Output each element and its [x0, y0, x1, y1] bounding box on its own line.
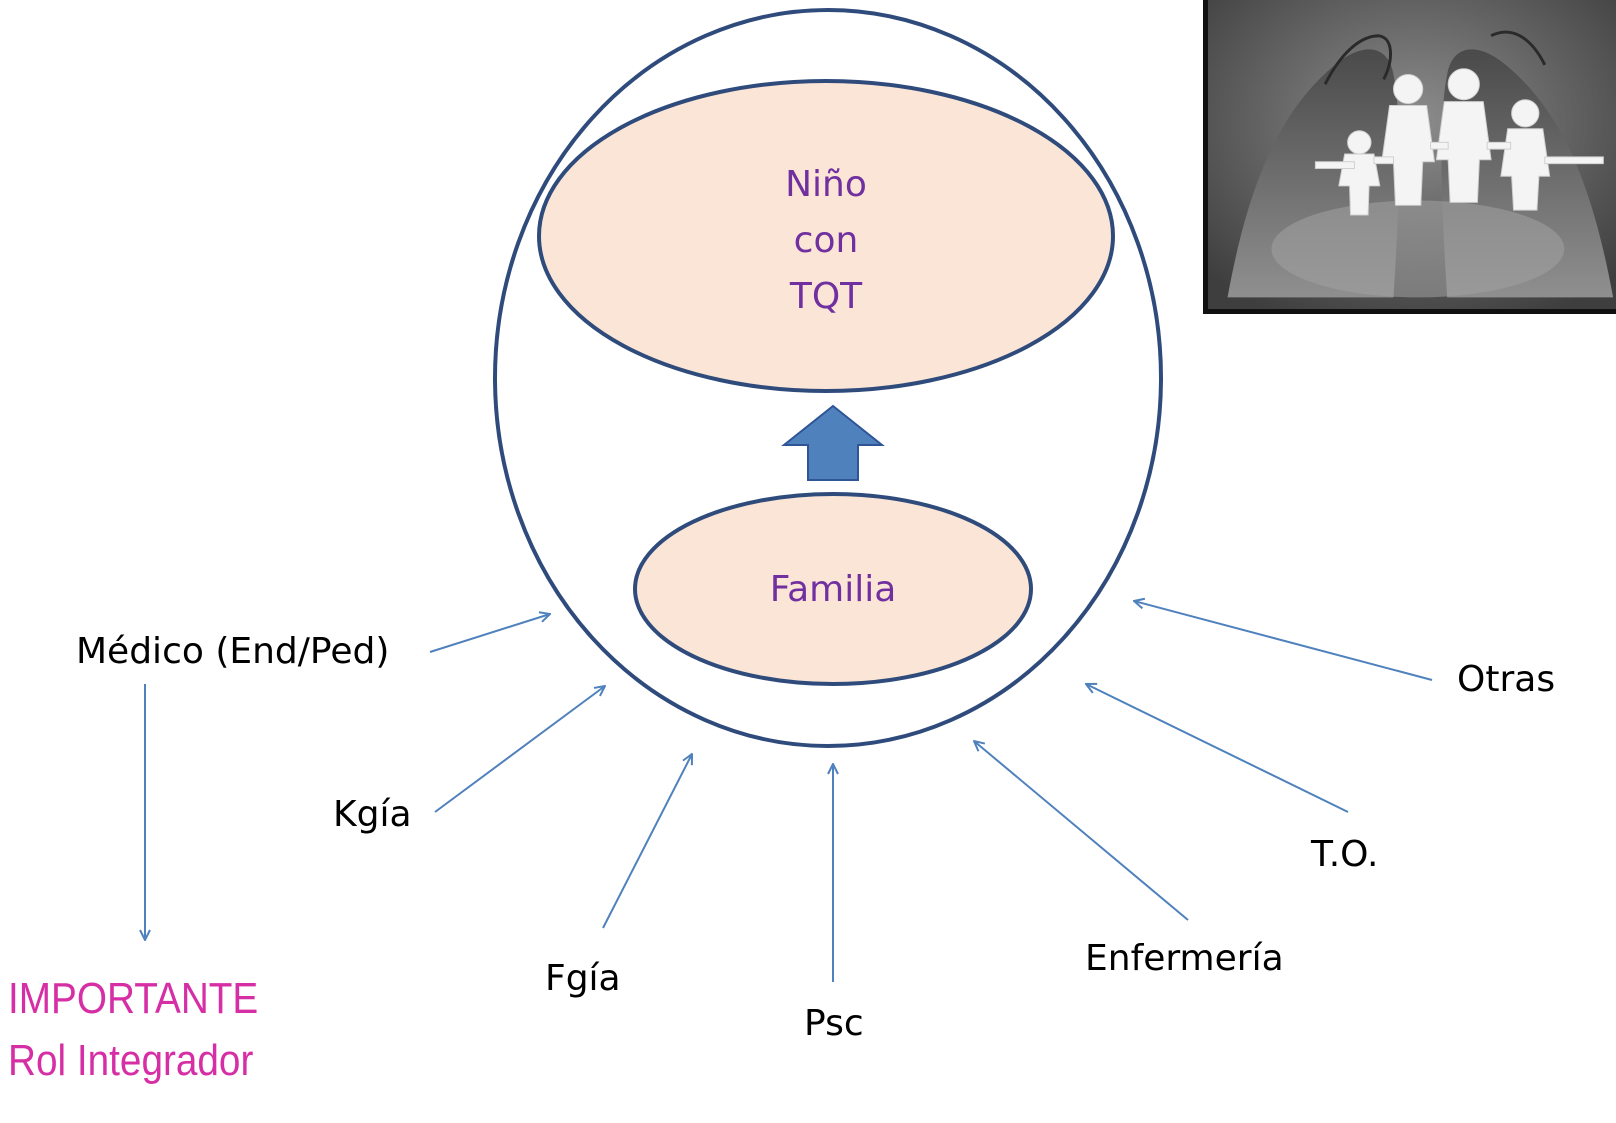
- arrow-enfermeria: [974, 741, 1188, 920]
- important-note: IMPORTANTE Rol Integrador: [8, 968, 258, 1092]
- arrow-otras: [1134, 601, 1432, 680]
- arrow-fgia: [603, 754, 692, 928]
- arrow-kgia: [435, 686, 605, 812]
- label-medico: Médico (End/Ped): [76, 634, 389, 670]
- child-label-line3: TQT: [726, 269, 926, 325]
- label-kgia: Kgía: [333, 797, 412, 833]
- label-psc: Psc: [804, 1006, 864, 1042]
- arrow-medico: [430, 614, 550, 652]
- label-otras: Otras: [1457, 662, 1555, 698]
- family-label: Familia: [733, 562, 933, 618]
- label-to: T.O.: [1311, 837, 1378, 873]
- important-note-line1: IMPORTANTE: [8, 968, 258, 1030]
- label-fgia: Fgía: [545, 961, 621, 997]
- up-arrow-icon: [784, 406, 882, 480]
- label-enfermeria: Enfermería: [1085, 941, 1284, 977]
- paper-family-in-hands-image: [1203, 0, 1616, 314]
- child-label-line1: Niño: [726, 157, 926, 213]
- important-note-line2: Rol Integrador: [8, 1030, 258, 1092]
- child-label-line2: con: [726, 213, 926, 269]
- arrow-to: [1086, 684, 1348, 812]
- child-label: Niño con TQT: [726, 157, 926, 325]
